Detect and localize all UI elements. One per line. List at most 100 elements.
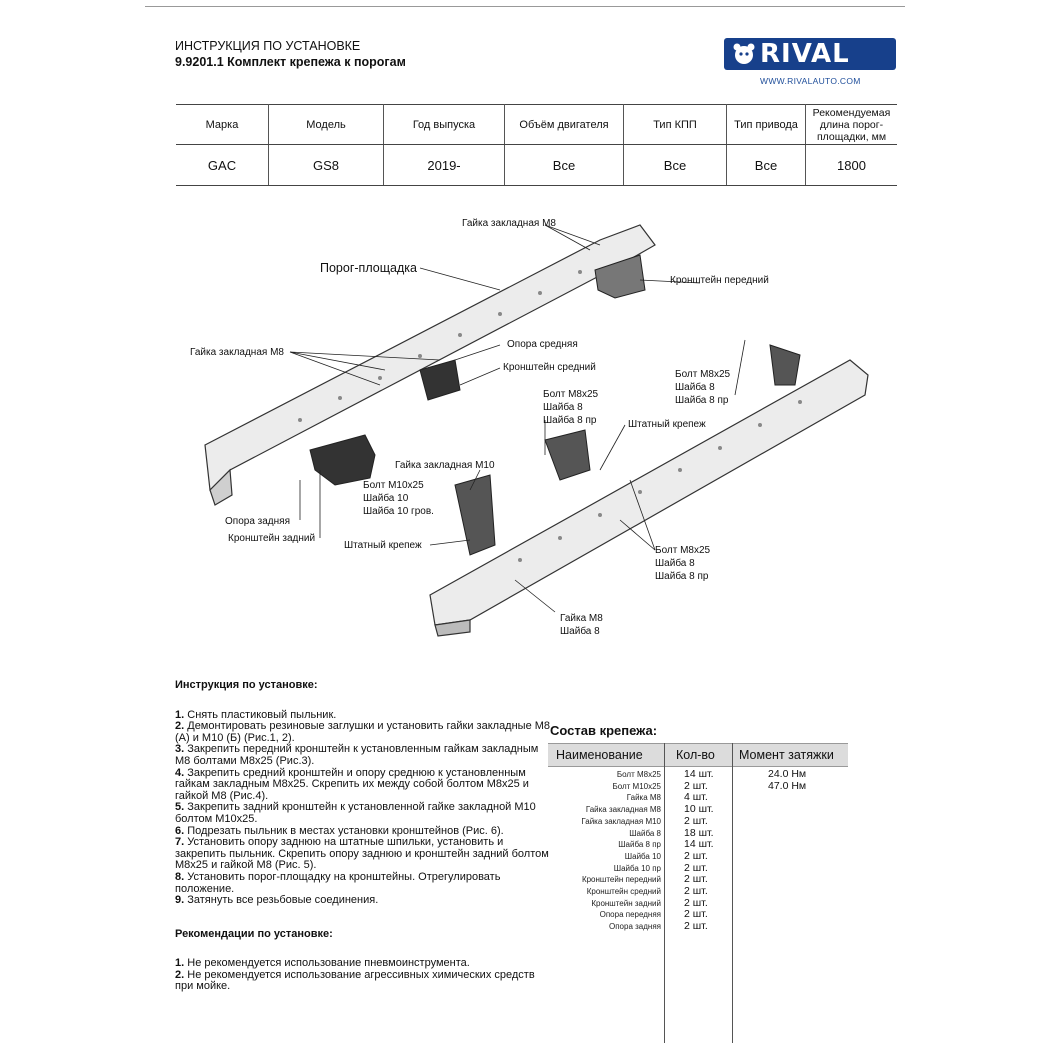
label-nut-m8-2: Шайба 8 bbox=[560, 625, 600, 637]
label-support-mid: Опора средняя bbox=[507, 339, 578, 350]
doc-title-line2: 9.9201.1 Комплект крепежа к порогам bbox=[175, 55, 406, 69]
board-dot-pattern bbox=[298, 270, 802, 562]
row-qty: 2 шт. bbox=[684, 849, 708, 862]
label-bracket-rear: Кронштейн задний bbox=[228, 533, 315, 544]
row-qty: 2 шт. bbox=[684, 779, 708, 792]
spec-value-make: GAC bbox=[176, 144, 269, 186]
spec-header-gearbox: Тип КПП bbox=[623, 104, 727, 145]
bracket-rear-drawing bbox=[309, 254, 646, 486]
table-row: Кронштейн передний 2 шт. bbox=[548, 874, 848, 886]
table-row: Болт М10х25 2 шт. 47.0 Нм bbox=[548, 779, 848, 793]
label-bolt-c3: Шайба 8 пр bbox=[655, 570, 709, 582]
row-qty: 14 шт. bbox=[684, 768, 714, 780]
label-bolt-a3: Шайба 8 пр bbox=[675, 394, 729, 406]
row-name: Кронштейн передний bbox=[581, 875, 661, 885]
label-step: Порог-площадка bbox=[320, 261, 417, 275]
table-row: Гайка М8 4 шт. bbox=[548, 792, 848, 804]
row-qty: 18 шт. bbox=[684, 826, 714, 839]
row-qty: 2 шт. bbox=[684, 896, 708, 909]
label-bracket-mid: Кронштейн средний bbox=[503, 362, 596, 373]
label-std-mount-2: Штатный крепеж bbox=[344, 540, 422, 551]
col-divider bbox=[732, 743, 733, 1043]
label-bracket-front: Кронштейн передний bbox=[670, 275, 769, 286]
doc-title-line1: ИНСТРУКЦИЯ ПО УСТАНОВКЕ bbox=[175, 39, 361, 53]
row-qty: 2 шт. bbox=[684, 814, 708, 827]
label-bolt-a1: Болт М8х25 bbox=[675, 369, 731, 380]
spec-value-drive: Все bbox=[726, 144, 806, 186]
components-title: Состав крепежа: bbox=[550, 723, 658, 738]
row-name: Кронштейн задний bbox=[591, 898, 661, 908]
recommendations-heading: Рекомендации по установке: bbox=[175, 927, 333, 940]
running-board-rear bbox=[204, 224, 656, 506]
vehicle-spec-table: Марка Модель Год выпуска Объём двигателя… bbox=[176, 104, 897, 186]
spec-header-year: Год выпуска bbox=[383, 104, 505, 145]
label-nut-top: Гайка закладная М8 bbox=[462, 218, 556, 229]
label-bolt-c1: Болт М8х25 bbox=[655, 545, 711, 556]
spec-header-make: Марка bbox=[176, 104, 269, 145]
row-name: Кронштейн средний bbox=[586, 887, 661, 896]
row-qty: 2 шт. bbox=[684, 861, 708, 874]
col-divider bbox=[664, 743, 665, 1043]
spec-header-drive: Тип привода bbox=[726, 104, 806, 145]
label-bolt-b2: Шайба 8 bbox=[543, 401, 583, 413]
table-row: Гайка закладная М8 10 шт. bbox=[548, 803, 848, 816]
row-name: Болт М10х25 bbox=[612, 781, 661, 791]
leader-lines bbox=[289, 224, 746, 613]
instruction-step: 4. Закрепить средний кронштейн и опору с… bbox=[175, 766, 529, 802]
row-name: Болт М8х25 bbox=[616, 770, 661, 779]
row-qty: 2 шт. bbox=[684, 873, 708, 886]
components-header: Наименование Кол-во Момент затяжки bbox=[548, 743, 848, 767]
table-row: Шайба 10 2 шт. bbox=[548, 849, 848, 863]
label-bolt-a2: Шайба 8 bbox=[675, 381, 715, 393]
spec-value-model: GS8 bbox=[268, 144, 384, 186]
label-nut-m10: Гайка закладная М10 bbox=[395, 460, 495, 471]
recommendation-item: 2. Не рекомендуется использование агресс… bbox=[175, 968, 535, 993]
row-name: Гайка закладная М8 bbox=[585, 805, 661, 815]
row-name: Шайба 10 bbox=[624, 851, 661, 861]
table-row: Кронштейн задний 2 шт. bbox=[548, 896, 848, 910]
components-table: Наименование Кол-во Момент затяжки Болт … bbox=[548, 743, 848, 1043]
spec-value-length: 1800 bbox=[805, 144, 897, 186]
spec-value-year: 2019- bbox=[383, 144, 505, 186]
table-row: Кронштейн средний 2 шт. bbox=[548, 885, 848, 898]
row-qty: 4 шт. bbox=[684, 791, 708, 804]
row-qty: 10 шт. bbox=[684, 803, 714, 816]
recommendation-item: 1. Не рекомендуется использование пневмо… bbox=[175, 957, 470, 970]
spec-header-model: Модель bbox=[268, 104, 384, 145]
row-torque: 47.0 Нм bbox=[768, 779, 807, 792]
row-qty: 2 шт. bbox=[684, 885, 708, 897]
rival-logo: RIVAL bbox=[724, 38, 896, 70]
installation-diagram: Гайка закладная М8 Порог-площадка Кроншт… bbox=[190, 218, 869, 637]
instructions-heading: Инструкция по установке: bbox=[175, 679, 318, 691]
instruction-step: 1. Снять пластиковый пыльник. bbox=[175, 708, 337, 721]
label-std-mount-1: Штатный крепеж bbox=[628, 419, 706, 430]
instruction-step: 8. Установить порог-площадку на кронштей… bbox=[175, 870, 501, 895]
row-name: Опора передняя bbox=[599, 910, 661, 920]
running-board-front bbox=[429, 359, 869, 637]
instruction-step: 6. Подрезать пыльник в местах установки … bbox=[175, 824, 504, 837]
table-row: Гайка закладная М10 2 шт. bbox=[548, 814, 848, 828]
bracket-front-drawing bbox=[454, 344, 801, 556]
instruction-step: 9. Затянуть все резьбовые соединения. bbox=[175, 894, 379, 907]
instruction-step: 7. Установить опору заднюю на штатные шп… bbox=[175, 836, 549, 872]
row-name: Гайка М8 bbox=[626, 793, 661, 803]
document-title: ИНСТРУКЦИЯ ПО УСТАНОВКЕ 9.9201.1 Комплек… bbox=[175, 38, 406, 70]
row-qty: 2 шт. bbox=[684, 920, 708, 933]
label-support-rear: Опора задняя bbox=[225, 516, 290, 527]
spec-value-engine: Все bbox=[504, 144, 624, 186]
col-qty-header: Кол-во bbox=[676, 748, 715, 762]
row-name: Шайба 10 пр bbox=[613, 863, 661, 873]
logo-text: RIVAL bbox=[760, 39, 850, 69]
label-bolt-m10-3: Шайба 10 гров. bbox=[363, 505, 434, 517]
col-torque-header: Момент затяжки bbox=[739, 748, 834, 762]
spec-header-engine: Объём двигателя bbox=[504, 104, 624, 145]
label-bolt-m10-1: Болт М10х25 bbox=[363, 480, 424, 491]
row-qty: 2 шт. bbox=[684, 908, 708, 921]
label-nut-left: Гайка закладная М8 bbox=[190, 347, 284, 358]
label-bolt-m10-2: Шайба 10 bbox=[363, 492, 409, 504]
row-name: Гайка закладная М10 bbox=[581, 816, 661, 826]
